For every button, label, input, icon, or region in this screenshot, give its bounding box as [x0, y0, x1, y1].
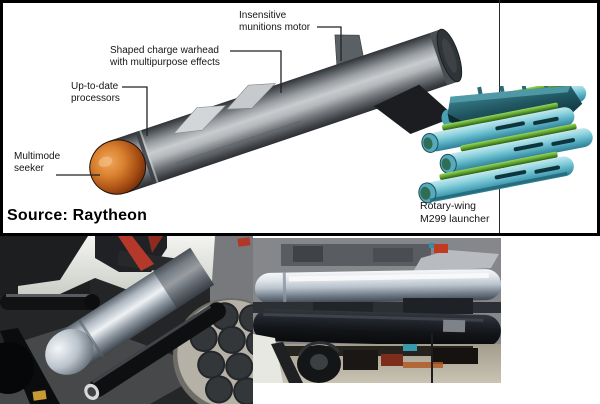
launcher-missile-4	[418, 151, 574, 204]
callout-motor-line1: Insensitive	[239, 10, 287, 21]
callout-seeker-line2: seeker	[14, 163, 45, 174]
callout-processors-line2: processors	[71, 93, 120, 104]
callout-motor: Insensitive munitions motor	[239, 10, 310, 34]
trailer-box1	[343, 350, 378, 370]
tail-fin-lower	[373, 84, 456, 134]
yellow-tag	[32, 390, 47, 401]
trailer-orange	[403, 362, 443, 368]
launcher-caption-line2: M299 launcher	[420, 213, 490, 225]
photo-right-art	[253, 238, 501, 383]
callout-processors-line1: Up-to-date	[71, 81, 119, 92]
callout-motor-line2: munitions motor	[239, 22, 311, 33]
trailer-strut	[271, 342, 303, 383]
strap-red-1	[118, 236, 154, 271]
pylon-dark2	[403, 298, 473, 314]
photo-left	[0, 236, 253, 404]
leader-line-motor	[317, 26, 342, 61]
photo-right	[253, 238, 501, 383]
photo-left-art	[0, 236, 253, 404]
photo-missile-chrome	[45, 247, 215, 375]
trailer-decal	[403, 344, 417, 351]
seeker-dome-highlight	[98, 156, 113, 167]
missile-body	[108, 29, 459, 194]
callout-warhead-line2: with multipurpose effects	[110, 57, 220, 68]
tail-nozzle-inner	[441, 38, 457, 73]
side-tube-glint	[6, 294, 90, 297]
trailer-wheel	[297, 341, 341, 383]
antenna-rod	[431, 333, 433, 383]
body-seam	[135, 130, 157, 185]
wing-recess-dark1	[293, 246, 323, 262]
concrete-right	[210, 236, 253, 306]
mid-winglet-front	[173, 105, 227, 134]
photo2-missile-black	[253, 309, 501, 347]
side-tube	[0, 294, 96, 310]
launcher-missile-2	[421, 102, 575, 153]
strap-red-2	[148, 236, 163, 253]
side-tube-end	[84, 294, 100, 310]
missile-illustration	[56, 26, 463, 195]
callout-warhead: Shaped charge warhead with multipurpose …	[110, 45, 220, 69]
callout-processors: Up-to-date processors	[71, 81, 120, 105]
wing-recess-dark2	[373, 248, 413, 262]
teal-fitting	[429, 243, 434, 248]
leader-line-processors	[122, 86, 148, 136]
trailer-red-box	[381, 354, 403, 366]
callout-seeker: Multimode seeker	[14, 151, 60, 175]
hanger-plate	[413, 250, 499, 272]
callout-warhead-line1: Shaped charge warhead	[110, 45, 219, 56]
launcher-caption-line1: Rotary-wing	[420, 200, 477, 212]
launcher-illustration	[418, 86, 593, 204]
seeker-dome	[89, 139, 147, 195]
photo-rail-tube	[84, 302, 226, 401]
callout-seeker-line1: Multimode	[14, 151, 61, 162]
strap-red-3	[237, 237, 251, 247]
launcher-caption: Rotary-wing M299 launcher	[420, 200, 489, 226]
mid-winglet-rear	[226, 83, 276, 110]
shadow-band	[253, 302, 501, 313]
trailer-box2	[433, 348, 478, 364]
leader-line-warhead	[230, 50, 282, 93]
body-panel-line	[175, 120, 302, 165]
red-clamp	[434, 244, 448, 253]
body-seam-highlight	[139, 130, 159, 183]
photo2-missile-chrome	[255, 269, 501, 304]
launcher-missile-3	[439, 123, 593, 174]
wheel-left-photo	[0, 342, 34, 394]
source-label: Source: Raytheon	[7, 207, 148, 224]
